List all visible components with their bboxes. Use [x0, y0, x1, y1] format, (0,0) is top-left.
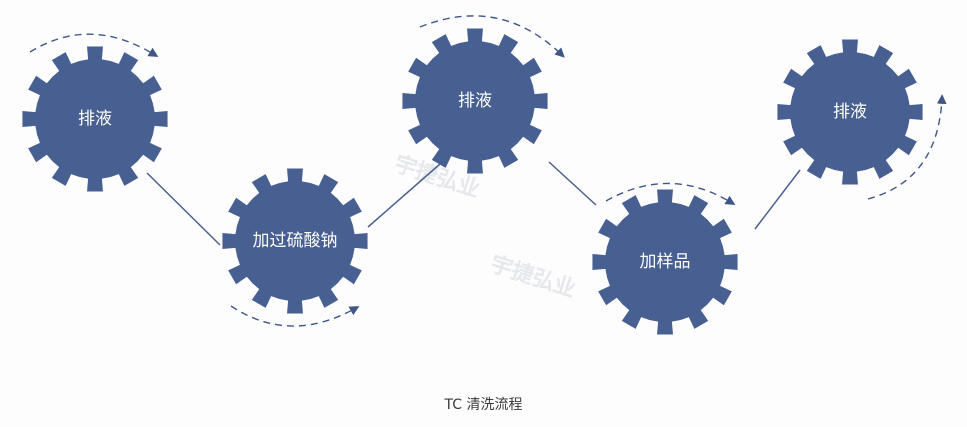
gear-icon: [222, 168, 368, 314]
process-step: 排液: [22, 46, 168, 192]
gear-icon: [402, 28, 548, 174]
gear-icon: [777, 39, 923, 185]
curved-arrow-icon: [29, 33, 159, 58]
connector-line: [367, 163, 441, 228]
gear-icon: [592, 189, 738, 335]
step-label: 加样品: [640, 252, 691, 272]
connector-line: [754, 169, 801, 230]
process-step: 加样品: [592, 189, 738, 335]
diagram-caption: TC 清洗流程: [444, 397, 523, 413]
gear-icon: [22, 46, 168, 192]
watermark: 宇捷弘业: [487, 252, 578, 303]
curved-arrow-icon: [605, 182, 736, 206]
step-label: 排液: [78, 109, 112, 129]
process-step: 排液: [402, 28, 548, 174]
step-label: 排液: [833, 102, 867, 122]
connector-line: [548, 161, 597, 206]
curved-arrow-icon: [230, 305, 360, 327]
process-step: 排液: [777, 39, 923, 185]
connector-line: [146, 172, 221, 246]
curved-arrow-icon: [419, 15, 565, 58]
step-label: 排液: [458, 91, 492, 111]
curved-arrow-icon: [867, 94, 947, 200]
process-step: 加过硫酸钠: [222, 168, 368, 314]
step-label: 加过硫酸钠: [253, 231, 338, 251]
